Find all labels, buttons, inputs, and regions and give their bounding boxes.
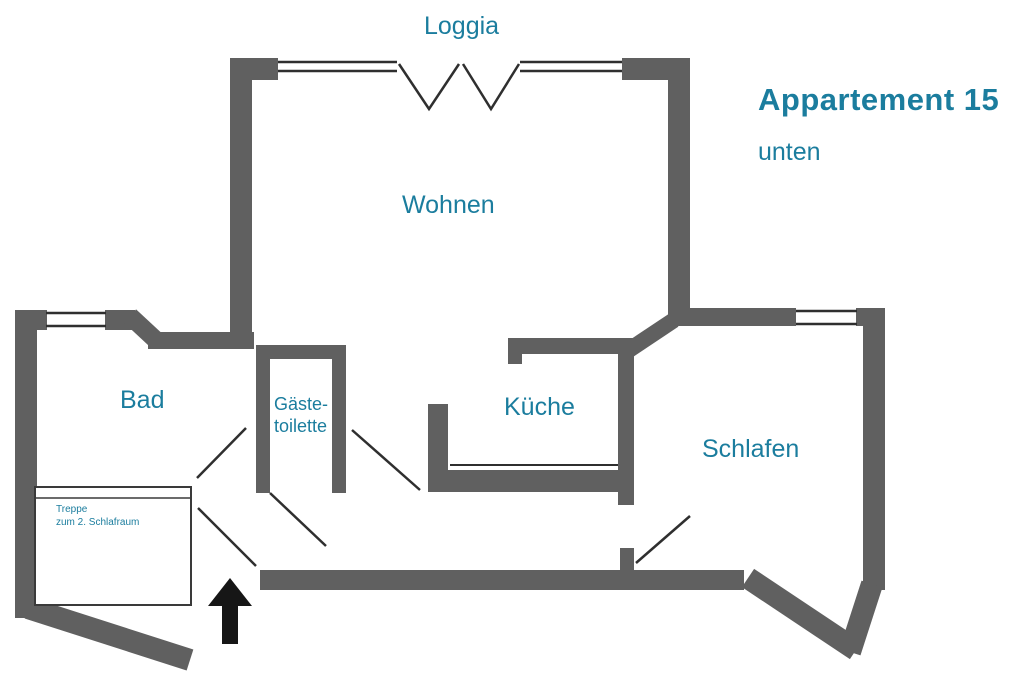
room-label-kueche: Küche — [504, 393, 575, 421]
loggia-door-swing-right — [461, 63, 521, 112]
staircase-label-line2: zum 2. Schlafraum — [56, 517, 140, 528]
left-outer-wall — [15, 310, 37, 618]
bottomright-chamfer-wall-b — [839, 580, 883, 656]
plan-title: Appartement 15 — [758, 82, 1000, 117]
entrance-arrow-icon — [208, 578, 252, 644]
room-label-loggia: Loggia — [424, 12, 500, 40]
staircase-label: Treppe zum 2. Schlafraum — [56, 503, 139, 529]
plan-subtitle: unten — [758, 138, 821, 166]
schlafen-door-swing — [635, 515, 691, 564]
wohnen-left-wall — [230, 58, 252, 348]
gaestetoilette-left-wall — [256, 345, 270, 493]
room-label-bad: Bad — [120, 386, 165, 414]
kueche-wall-step-diagonal — [621, 313, 679, 359]
room-label-gaestetoilette-line2: toilette — [274, 416, 328, 436]
gaestetoilette-top-wall — [256, 345, 346, 359]
bottom-wall — [260, 570, 744, 590]
entrance-arrow-shaft — [222, 606, 238, 644]
kueche-top-wall — [508, 338, 634, 354]
staircase-label-line1: Treppe — [56, 504, 88, 515]
entrance-arrow-head — [208, 578, 252, 606]
bad-topleft-corner-wall — [15, 310, 47, 330]
wohnen-right-wall — [668, 58, 690, 326]
loggia-door-swing-left — [397, 63, 461, 112]
right-outer-wall — [863, 308, 885, 590]
bad-wall-step-diagonal — [123, 309, 165, 349]
bad-top-wall-lower — [148, 332, 254, 349]
schlafen-top-wall — [668, 308, 796, 326]
wall-diagonals — [24, 309, 883, 671]
kueche-door-swing — [351, 429, 421, 491]
kueche-top-wall-stub — [508, 338, 522, 364]
gaestetoilette-door-swing — [269, 492, 327, 547]
entrance-door-swing — [197, 507, 257, 567]
room-label-gaestetoilette-line1: Gäste- — [274, 394, 329, 414]
bottomleft-chamfer-wall — [24, 597, 194, 671]
walls — [15, 58, 885, 618]
kueche-counter-horizontal — [428, 470, 634, 492]
room-label-schlafen: Schlafen — [702, 435, 800, 463]
schlafen-door-stub — [620, 548, 634, 570]
bad-door-swing — [196, 427, 247, 479]
windows-and-doors — [46, 60, 857, 567]
room-label-wohnen: Wohnen — [402, 191, 495, 219]
kueche-schlafen-wall — [618, 338, 634, 505]
room-label-gaestetoilette: Gäste- toilette — [274, 393, 328, 437]
staircase — [34, 486, 192, 606]
bottomright-chamfer-wall-a — [741, 568, 863, 660]
staircase-outline — [34, 486, 192, 606]
gaestetoilette-right-wall — [332, 345, 346, 493]
